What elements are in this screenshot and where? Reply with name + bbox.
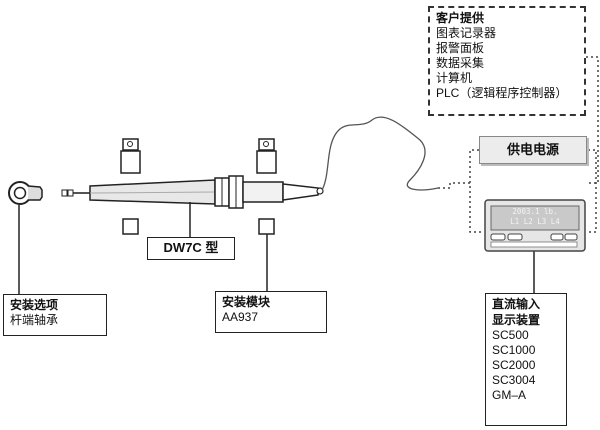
customer-provided-title: 客户提供	[436, 11, 485, 25]
model-label-box: DW7C 型	[147, 237, 235, 260]
mount-option-title: 安装选项	[10, 298, 59, 312]
customer-item: PLC（逻辑程序控制器）	[436, 86, 568, 100]
mount-option-box: 安装选项 杆端轴承	[3, 294, 107, 336]
model-label: DW7C 型	[163, 240, 219, 255]
power-supply-box: 供电电源	[479, 136, 587, 164]
dc-display-title-line2: 显示装置	[492, 313, 541, 327]
mount-module-subtitle: AA937	[222, 310, 259, 324]
display-device-illustration	[484, 199, 586, 252]
dc-display-box: 直流输入 显示装置 SC500 SC1000 SC2000 SC3004 GM–…	[485, 293, 567, 426]
display-screen-text: 2003.1 lb. L1 L2 L3 L4	[491, 207, 579, 229]
dc-display-model: SC1000	[492, 343, 536, 357]
dc-display-model: SC3004	[492, 373, 536, 387]
display-reading: 2003.1 lb.	[512, 207, 558, 216]
power-supply-label: 供电电源	[506, 142, 559, 157]
dc-display-model: SC2000	[492, 358, 536, 372]
mount-module-box: 安装模块 AA937	[215, 291, 327, 333]
customer-provided-box: 客户提供 图表记录器 报警面板 数据采集 计算机 PLC（逻辑程序控制器）	[428, 6, 586, 116]
mount-module-title: 安装模块	[222, 295, 271, 309]
rod-end-bearing-illustration	[8, 181, 43, 205]
mount-option-subtitle: 杆端轴承	[10, 313, 59, 327]
customer-item: 数据采集	[436, 56, 485, 70]
dc-display-model: SC500	[492, 328, 529, 342]
load-cell-illustration	[61, 175, 324, 209]
mount-bracket-top-left	[120, 138, 141, 174]
customer-item: 图表记录器	[436, 26, 497, 40]
mount-bracket-bottom-right	[258, 218, 275, 235]
mount-bracket-bottom-left	[122, 218, 139, 235]
dc-display-title-line1: 直流输入	[492, 297, 541, 311]
signal-cable	[321, 116, 439, 191]
display-channels: L1 L2 L3 L4	[510, 217, 560, 226]
customer-item: 报警面板	[436, 41, 485, 55]
dc-display-model: GM–A	[492, 388, 527, 402]
customer-item: 计算机	[436, 71, 473, 85]
mount-bracket-top-right	[256, 138, 277, 174]
